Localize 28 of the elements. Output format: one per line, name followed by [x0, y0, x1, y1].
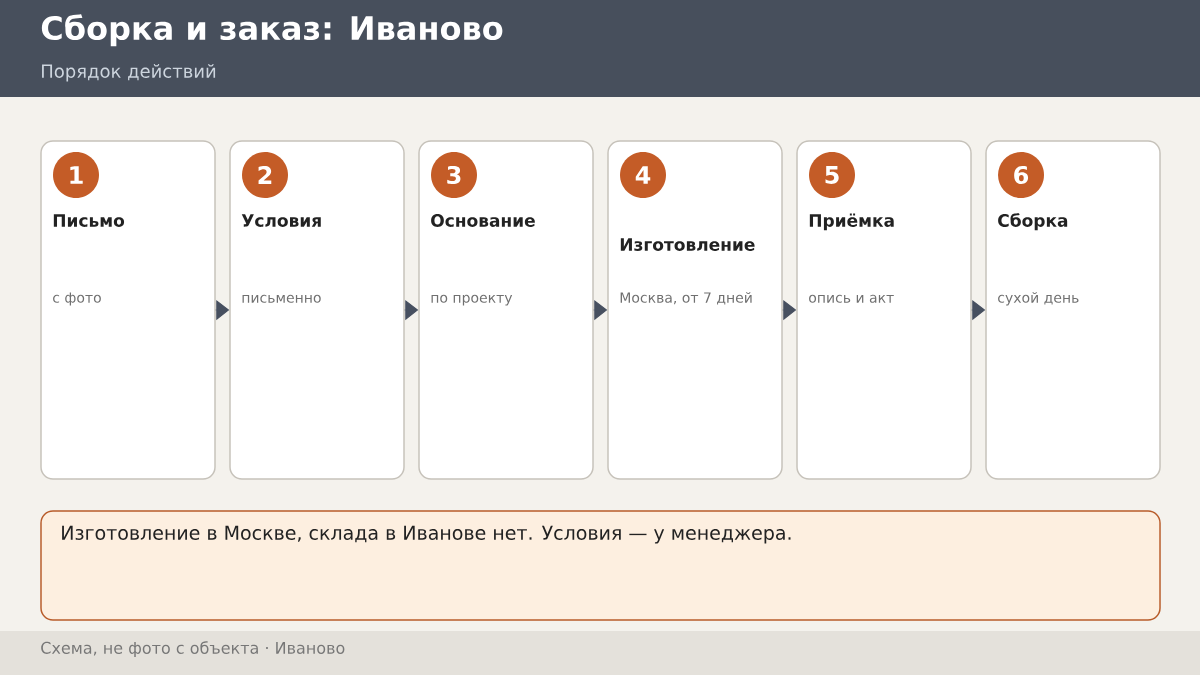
step-title: Письмо — [53, 214, 125, 227]
step-card — [607, 140, 783, 480]
title: Сборка и заказ: Иваново — [41, 14, 503, 47]
number-badge: 1 — [53, 152, 99, 198]
step-title: Основание — [431, 214, 535, 227]
number-badge: 2 — [242, 152, 288, 198]
step-card — [796, 140, 972, 480]
note-box: Изготовление в Москве, склада в Иванове нет. Условия — у менеджера. — [40, 510, 1161, 621]
step-card — [985, 140, 1161, 480]
step-text: с фото — [53, 292, 101, 306]
step-text: по проекту — [431, 294, 513, 306]
subtitle: Порядок действий — [42, 63, 216, 82]
number-badge: 3 — [431, 152, 477, 198]
step-title: Сборка — [998, 213, 1068, 231]
number-badge: 6 — [998, 152, 1044, 198]
step-text: Москва, от 7 дней — [620, 292, 752, 305]
step-title: Приёмка — [809, 213, 894, 231]
number-badge: 5 — [809, 152, 855, 198]
step-title: Условия — [241, 214, 321, 227]
number-badge: 4 — [620, 152, 666, 198]
step-card — [229, 140, 405, 480]
step-text: сухой день — [998, 292, 1079, 306]
step-text: опись и акт — [809, 294, 894, 303]
step-text: письменно — [242, 294, 321, 303]
step-title: Изготовление — [620, 238, 755, 251]
footer-note: Схема, не фото с объекта · Иваново — [41, 641, 345, 657]
step-card — [418, 140, 594, 480]
step-card — [40, 140, 216, 480]
